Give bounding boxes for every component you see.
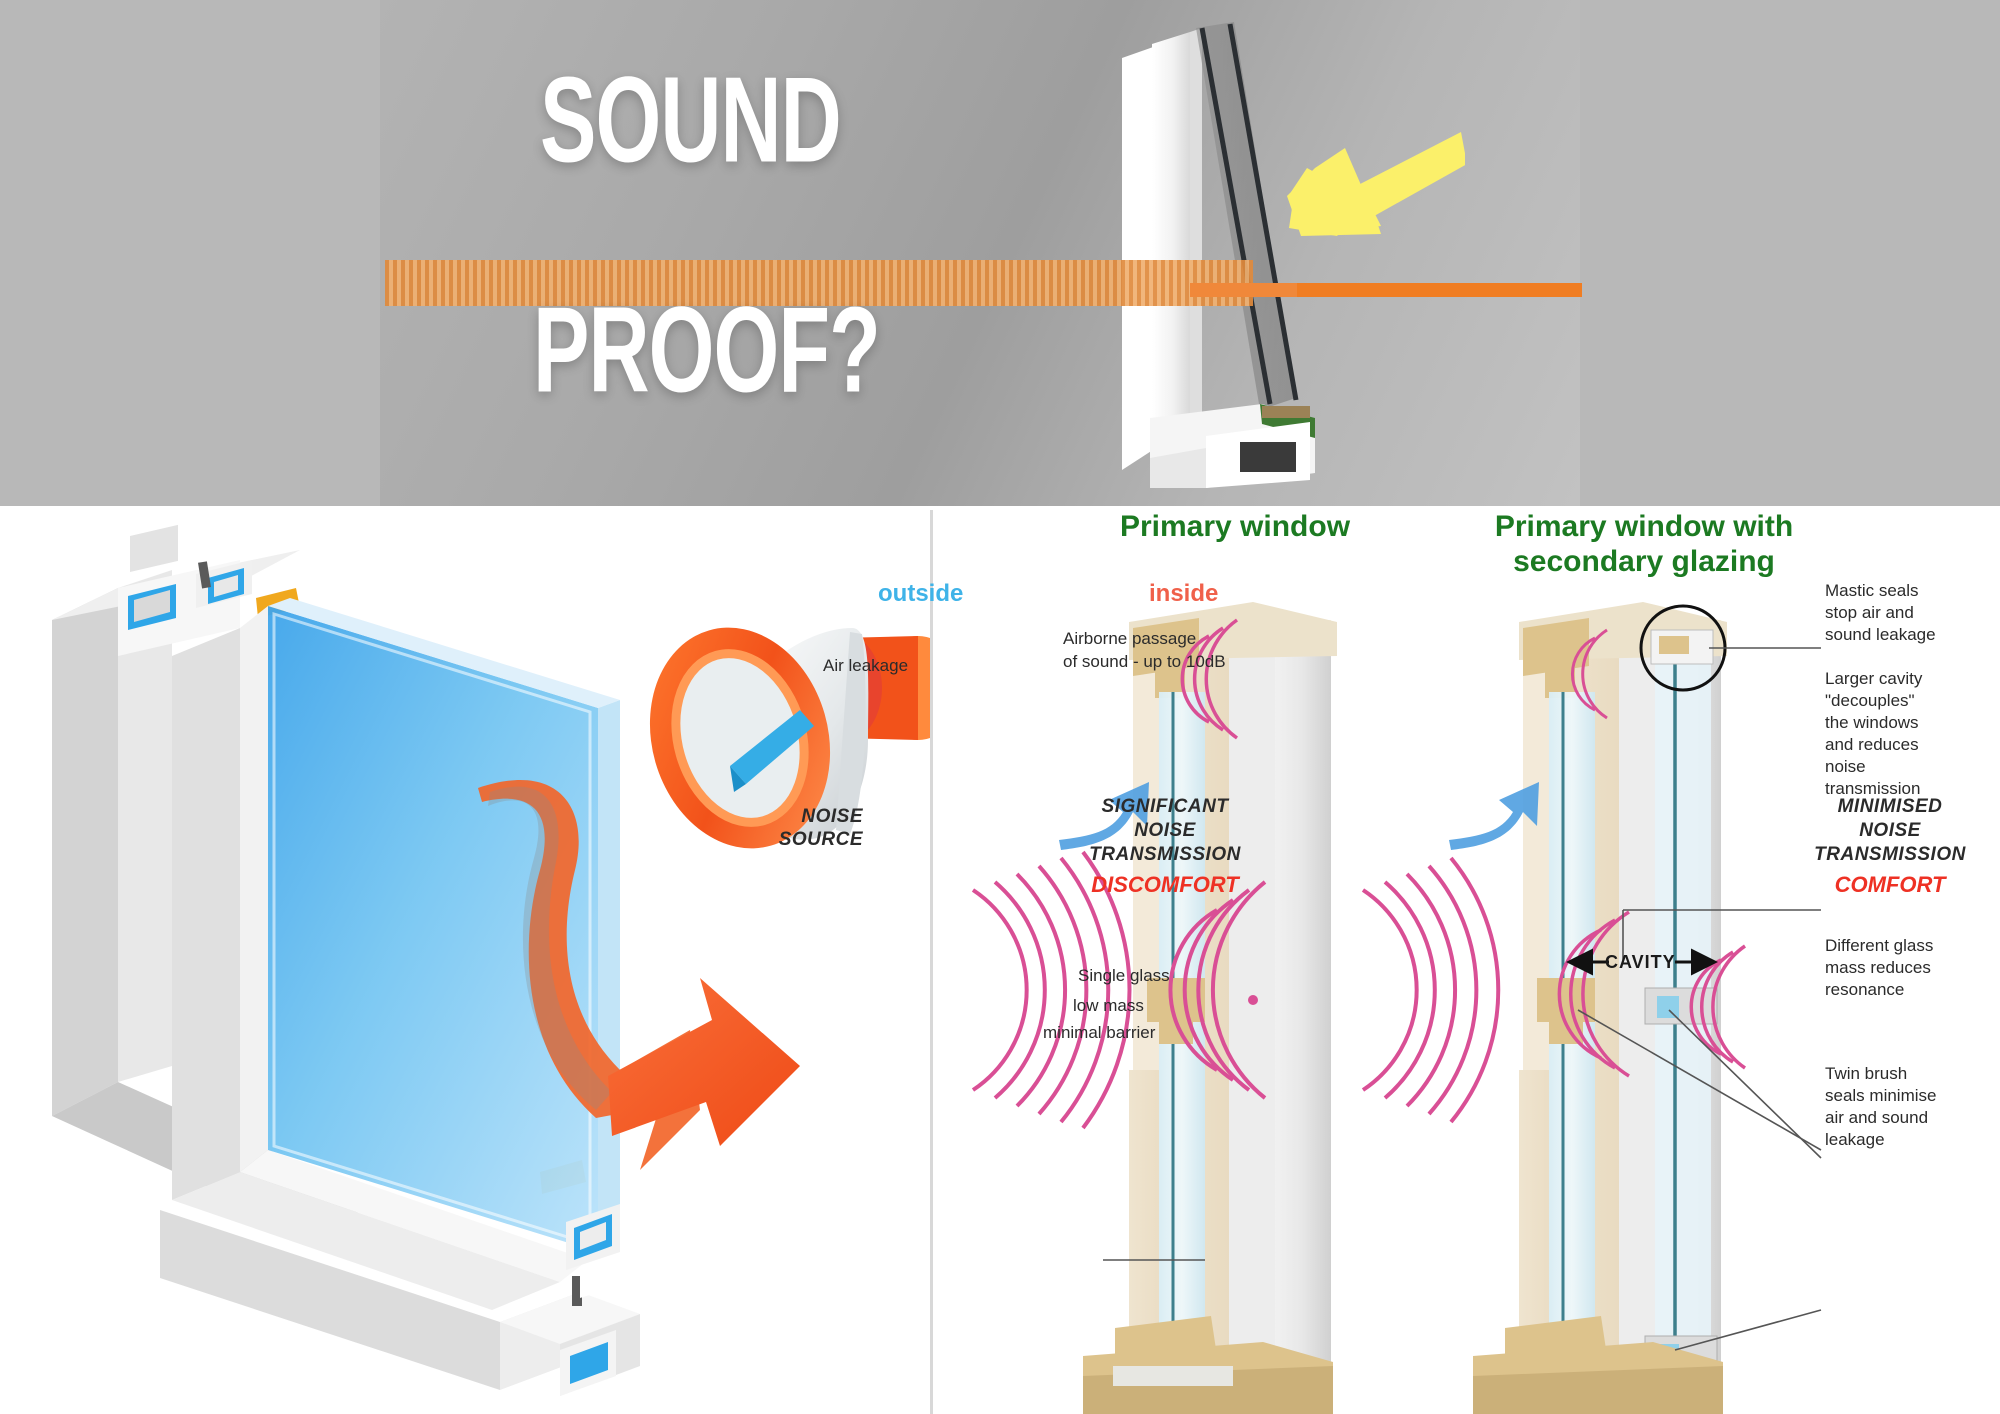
window-comparison-diagram: Primary window Primary window with secon… [779, 510, 2000, 1414]
hero-backdrop [380, 0, 1580, 508]
label-twin-brush-line4: leakage [1825, 1130, 1885, 1149]
label-inside: inside [1149, 580, 1219, 607]
sound-beam-solid [1297, 283, 1582, 297]
label-single-glass: Single glass [1078, 966, 1170, 985]
sound-beam-mid [1190, 283, 1300, 297]
label-noise-source-line2: SOURCE [778, 829, 863, 850]
label-low-mass: low mass [1073, 996, 1144, 1015]
verdict-right-line1: MINIMISED [1837, 796, 1943, 817]
label-cavity: CAVITY [1605, 952, 1676, 972]
label-twin-brush-line1: Twin brush [1825, 1064, 1908, 1083]
verdict-right-status: COMFORT [1834, 872, 1946, 897]
heading-secondary-glazing-line1: Primary window with [1494, 510, 1794, 543]
verdict-left-line1: SIGNIFICANT [1101, 796, 1229, 817]
verdict-left-status: DISCOMFORT [1091, 872, 1239, 897]
window-megaphone-panel [0, 510, 930, 1414]
label-mastic-line1: Mastic seals [1825, 581, 1919, 600]
label-larger-cavity-line5: noise [1825, 757, 1866, 776]
label-twin-brush-line3: air and sound [1825, 1108, 1929, 1127]
hero-title-line1: SOUND [540, 53, 842, 189]
hero-left-filler [0, 0, 385, 508]
label-diff-glass-line2: mass reduces [1825, 958, 1931, 977]
verdict-right-line3: TRANSMISSION [1814, 844, 1966, 865]
label-larger-cavity-line2: "decouples" [1825, 691, 1915, 710]
label-diff-glass-line1: Different glass [1825, 936, 1934, 955]
label-mastic-line2: stop air and [1825, 603, 1914, 622]
panel-divider-vertical [930, 510, 933, 1414]
window-profile-illustration [1122, 22, 1315, 488]
label-noise-source-line1: NOISE [801, 806, 863, 827]
heading-secondary-glazing-line2: secondary glazing [1513, 545, 1775, 578]
label-airborne-passage-line1: Airborne passage [1063, 629, 1197, 648]
label-airborne-passage-line2: of sound - up to 10dB [1063, 652, 1226, 671]
insulated-window-megaphone-illustration [52, 524, 930, 1396]
sound-wave-striped-bar [385, 260, 1253, 306]
heading-primary-window: Primary window [1119, 510, 1351, 543]
label-twin-brush-line2: seals minimise [1825, 1086, 1937, 1105]
label-mastic-line3: sound leakage [1825, 625, 1936, 644]
verdict-left-line2: NOISE [1134, 820, 1196, 841]
hero-panel: SOUND PROOF? [0, 0, 2000, 508]
panel-divider-horizontal [0, 506, 2000, 509]
verdict-left-line3: TRANSMISSION [1089, 844, 1241, 865]
verdict-right-line2: NOISE [1859, 820, 1921, 841]
label-larger-cavity-line3: the windows [1825, 713, 1919, 732]
label-larger-cavity-line6: transmission [1825, 779, 1921, 798]
label-larger-cavity-line4: and reduces [1825, 735, 1919, 754]
hero-right-filler [1578, 0, 2000, 508]
comparison-diagram-graphics [971, 602, 1822, 1414]
label-outside: outside [878, 580, 964, 607]
label-larger-cavity-line1: Larger cavity [1825, 669, 1923, 688]
label-diff-glass-line3: resonance [1825, 980, 1905, 999]
yellow-arrow-icon [1287, 132, 1465, 236]
label-air-leakage: Air leakage [823, 656, 909, 675]
label-minimal-barrier: minimal barrier [1043, 1023, 1156, 1042]
hero-title-line2: PROOF? [533, 283, 881, 419]
